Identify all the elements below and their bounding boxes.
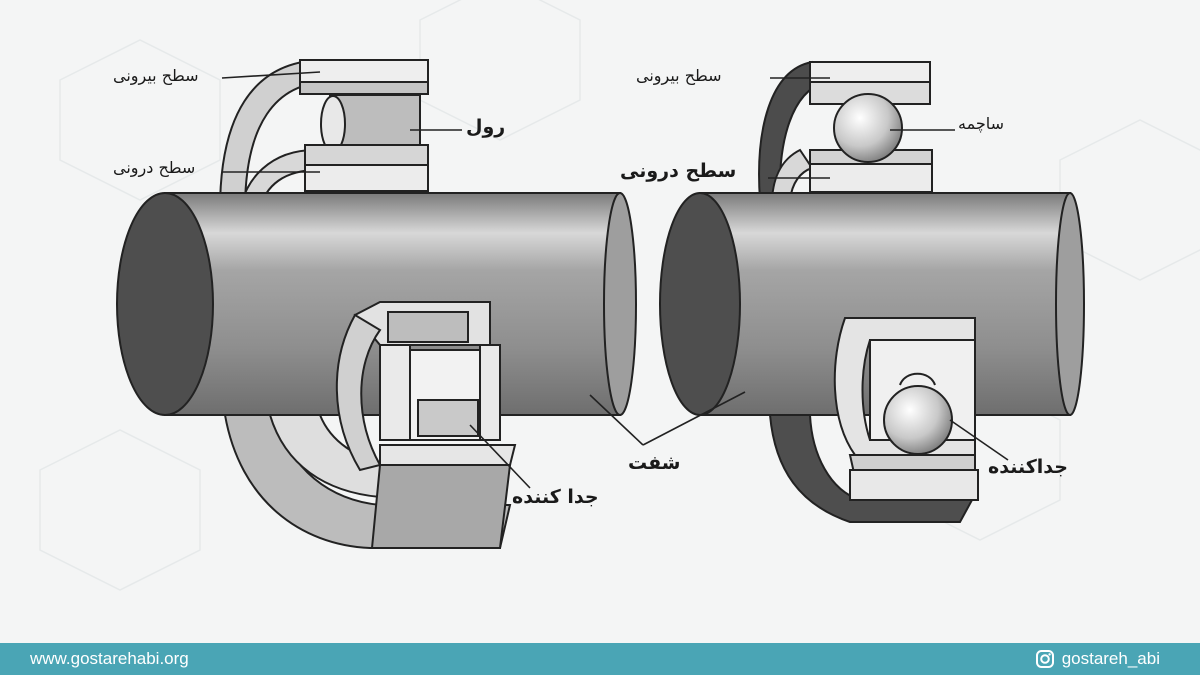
left-shaft-end-right bbox=[603, 192, 637, 416]
lower-ball bbox=[883, 385, 953, 455]
instagram-handle[interactable]: gostareh_abi bbox=[1035, 649, 1160, 669]
ball bbox=[833, 93, 903, 163]
ball-bearing bbox=[659, 60, 1085, 523]
right-shaft-end-right bbox=[1055, 192, 1085, 416]
label-ball: ساچمه bbox=[958, 114, 1004, 133]
right-shaft-end-face bbox=[659, 192, 741, 416]
instagram-icon bbox=[1035, 650, 1054, 668]
leader-lines bbox=[221, 71, 1009, 489]
label-left-separator: جدا کننده bbox=[512, 486, 599, 508]
label-left-inner-surface: سطح درونی bbox=[113, 158, 196, 177]
website-link[interactable]: www.gostarehabi.org bbox=[30, 649, 189, 668]
label-right-separator: جداکننده bbox=[988, 456, 1068, 478]
label-left-outer-surface: سطح بیرونی bbox=[113, 66, 199, 85]
instagram-handle-text: gostareh_abi bbox=[1061, 649, 1160, 668]
label-roller: رول bbox=[466, 116, 506, 138]
label-right-inner-surface: سطح درونی bbox=[620, 160, 737, 182]
bearing-diagram bbox=[39, 0, 1200, 591]
label-shaft: شفت bbox=[628, 452, 681, 474]
left-shaft-end-face bbox=[116, 192, 214, 416]
roller-end bbox=[320, 95, 346, 153]
cage-roller bbox=[417, 399, 479, 437]
footer-bar: www.gostarehabi.org gostareh_abi bbox=[0, 643, 1200, 675]
roller-bearing bbox=[116, 58, 637, 549]
label-right-outer-surface: سطح بیرونی bbox=[636, 66, 722, 85]
